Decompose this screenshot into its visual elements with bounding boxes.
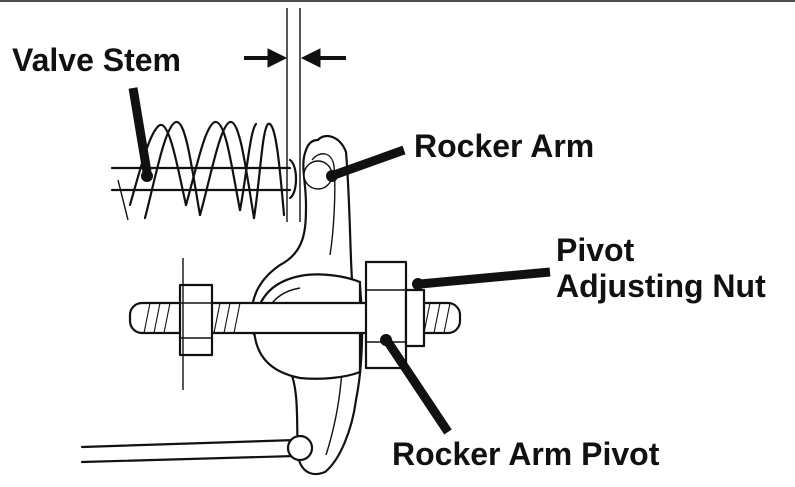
valve-spring: [117, 120, 286, 221]
label-pivot-line1: Pivot: [556, 232, 635, 268]
leader-rocker-arm: [326, 145, 406, 182]
left-lock-nut: [178, 258, 214, 390]
label-rocker-arm: Rocker Arm: [414, 128, 595, 164]
label-valve-stem: Valve Stem: [12, 42, 181, 78]
clearance-arrow-right: [300, 48, 346, 68]
label-pivot-line2: Adjusting Nut: [556, 268, 766, 304]
label-rocker-arm-pivot: Rocker Arm Pivot: [392, 436, 660, 472]
leader-pivot-adjusting-nut: [412, 267, 551, 290]
valve-stem-rod: [110, 158, 298, 200]
clearance-arrow-left: [244, 48, 288, 68]
push-rod: [80, 434, 314, 464]
label-pivot-adjusting-nut: Pivot Adjusting Nut: [556, 232, 766, 304]
leader-valve-stem: [128, 87, 153, 182]
pivot-adjusting-nut: [364, 260, 426, 370]
clearance-gap-lines: [286, 8, 301, 222]
leader-rocker-arm-pivot: [380, 334, 452, 435]
